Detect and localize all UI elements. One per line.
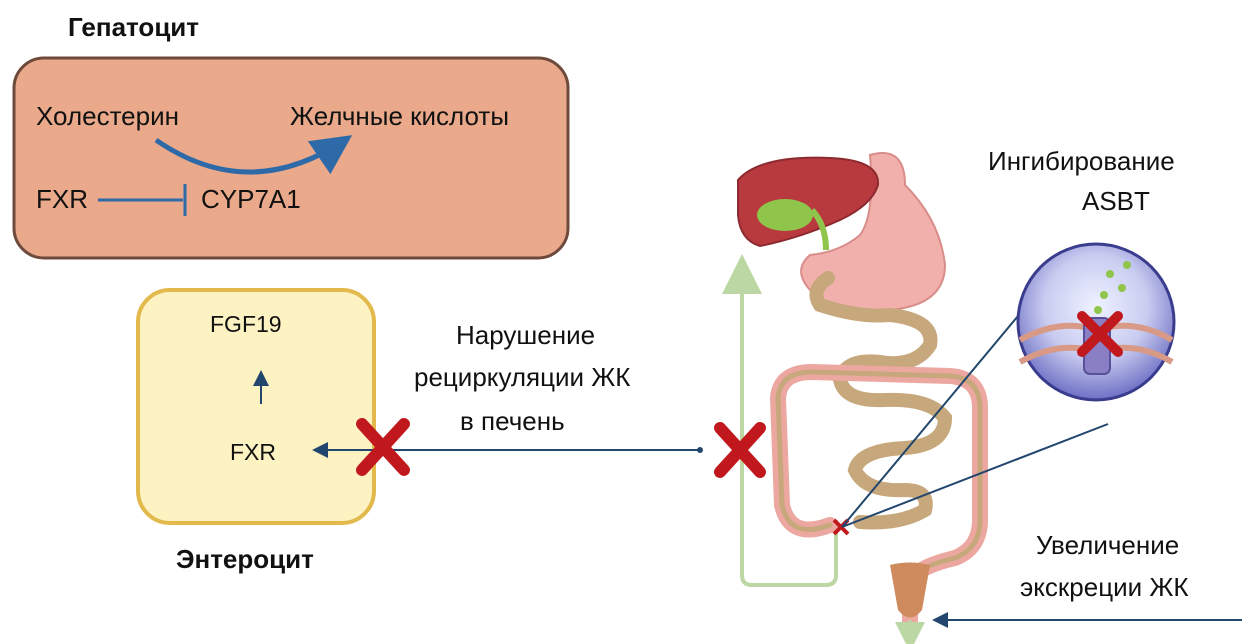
excretion-label-line2: экскреции ЖК: [1020, 572, 1189, 602]
hepatocyte-box: [14, 58, 568, 258]
zoom-line-upper: [842, 292, 1038, 527]
bile-acids-label: Желчные кислоты: [290, 101, 509, 131]
inhibition-label-line2: ASBT: [1082, 186, 1150, 216]
enterocyte-fxr-label: FXR: [230, 439, 276, 465]
inhibition-label-line1: Ингибирование: [988, 146, 1175, 176]
cholesterol-label: Холестерин: [36, 101, 179, 131]
excretion-label-line1: Увеличение: [1036, 530, 1179, 560]
gallbladder-illustration: [757, 199, 813, 231]
small-intestine-illustration: [816, 278, 945, 523]
hepatocyte-fxr-label: FXR: [36, 184, 88, 214]
recirculation-label-line3: в печень: [460, 406, 565, 436]
recirculation-label-line1: Нарушение: [456, 320, 595, 350]
recirculation-label-line2: рециркуляции ЖК: [414, 362, 630, 392]
enterocyte-title: Энтероцит: [176, 544, 314, 574]
cyp7a1-label: CYP7A1: [201, 184, 301, 214]
rectum-illustration: [890, 563, 930, 618]
liver-illustration: [738, 158, 878, 246]
hepatocyte-title: Гепатоцит: [68, 12, 199, 42]
recirculation-arrow-origin: [697, 447, 703, 453]
fgf19-label: FGF19: [210, 311, 282, 337]
colon-illustration: [778, 372, 980, 630]
asbt-zoom-circle: [1018, 244, 1174, 400]
